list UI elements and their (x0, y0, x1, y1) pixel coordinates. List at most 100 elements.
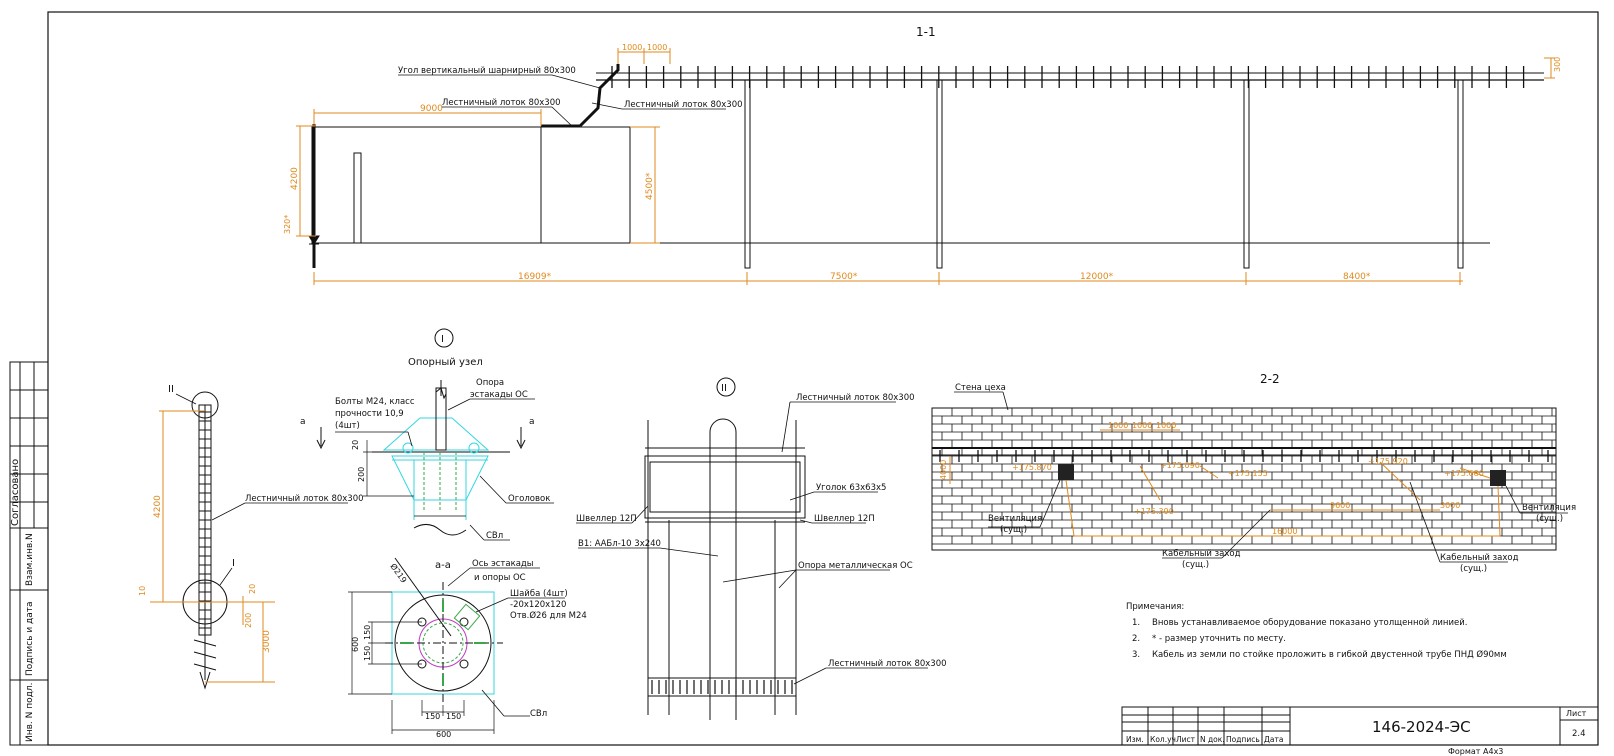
section-2-routes (949, 429, 1501, 537)
node-1-title: Опорный узел (408, 357, 483, 368)
vent-right-2: (сущ.) (1536, 514, 1563, 524)
section-aa-axis-1: Ось эстакады (472, 559, 534, 569)
pile-mark-bottom: I (232, 558, 235, 569)
dim-7500: 7500* (830, 272, 858, 282)
document-code: 146-2024-ЭС (1372, 718, 1471, 736)
section-aa-leaders (447, 567, 565, 717)
section-aa-dim-150-a: 150 (363, 625, 372, 640)
section-aa-washer-2: -20х120х120 (510, 600, 566, 610)
note-2-text: * - размер уточнить по месту. (1152, 634, 1286, 644)
level-6: +175.390 (1134, 507, 1174, 516)
note-1-num: 1. (1132, 618, 1140, 628)
node-2-marker-text: II (721, 383, 727, 394)
note-1-text: Вновь устанавливаемое оборудование показ… (1152, 618, 1467, 628)
wall-label: Стена цеха (955, 383, 1006, 393)
level-2: +175.090 (1160, 461, 1200, 470)
cable-entry-left-1: Кабельный заход (1162, 549, 1241, 559)
node-2-drawing (644, 418, 806, 720)
pile-dimensions (150, 410, 275, 683)
pile-dim-3000: 3000 (262, 630, 272, 653)
pile-tray-label: Лестничный лоток 80х300 (245, 494, 364, 504)
format-label: Формат А4х3 (1448, 747, 1503, 756)
node-1-cap: Оголовок (508, 494, 550, 504)
sheet-number: 2.4 (1572, 729, 1586, 739)
pile-tray-rungs (199, 411, 211, 629)
tb-col-3: Лист (1176, 735, 1196, 744)
node-1-leaders (335, 398, 554, 541)
node-1-marker (434, 328, 454, 348)
dim-4200: 4200 (290, 167, 300, 190)
node-1-pile: СВл (486, 531, 503, 541)
node-2-marker (716, 377, 736, 397)
section-1-drawing (308, 64, 1544, 269)
stamp-inv-orig: Инв. N подл. (25, 683, 35, 742)
node-2-tray-rungs (651, 680, 793, 694)
section-2-boxes (1058, 464, 1506, 486)
cable-entry-right-1: Кабельный заход (1440, 553, 1519, 563)
pile-dim-200: 200 (244, 613, 253, 628)
pile-dim-10: 10 (138, 586, 147, 596)
left-stamp (9, 361, 49, 746)
vent-right-1: Вентиляция (1522, 503, 1576, 513)
node-1-bolts-1: Болты М24, класс (335, 397, 415, 407)
section-2-dim-mid-1: 9600 (1330, 501, 1350, 510)
dim-top-1: 1000 (622, 43, 642, 52)
dim-9000: 9000 (420, 104, 443, 114)
dim-right: 300 (1553, 57, 1562, 72)
pile-view (182, 391, 228, 690)
node-2-channel-right: Швеллер 12П (814, 514, 875, 524)
section-aa-washer-1: Шайба (4шт) (510, 589, 568, 599)
cable-entry-right-2: (сущ.) (1460, 564, 1487, 574)
node-1-bolts-3: (4шт) (335, 421, 360, 431)
node-1-dim-20: 20 (351, 440, 360, 450)
section-1-title: 1-1 (916, 25, 936, 39)
section-1-dimensions (296, 48, 1555, 285)
node-2-tray-bottom: Лестничный лоток 80х300 (828, 659, 947, 669)
section-aa-pile: СВл (530, 709, 547, 719)
vent-left-1: Вентиляция (988, 514, 1042, 524)
callout-hinge: Угол вертикальный шарнирный 80х300 (398, 66, 576, 76)
pile-dim-4200: 4200 (153, 495, 163, 518)
notes-title: Примечания: (1126, 602, 1184, 612)
section-aa-dim-150-c: 150 (425, 712, 440, 721)
node-2-angle: Уголок 63х63х5 (816, 483, 886, 493)
tb-col-6: Дата (1264, 735, 1283, 744)
level-4: +175.920 (1368, 457, 1408, 466)
section-aa-dim-150-b: 150 (363, 646, 372, 661)
tb-col-1: Изм. (1126, 735, 1144, 744)
level-1: +175.870 (1012, 463, 1052, 472)
section-aa-axis-2: и опоры ОС (474, 573, 526, 583)
node-1-drawing (316, 380, 526, 536)
node-2-channel-left: Швеллер 12П (576, 514, 637, 524)
node-2-leaders (576, 401, 928, 685)
dim-4500: 4500* (645, 172, 655, 200)
vent-left-2: (сущ.) (1000, 525, 1027, 535)
section-2-dim-1000-a: 1000 (1108, 421, 1128, 430)
note-3-text: Кабель из земли по стойке проложить в ги… (1152, 649, 1507, 660)
section-aa-dimensions (348, 591, 495, 734)
tb-col-4: N док. (1200, 735, 1225, 744)
note-3-num: 3. (1132, 650, 1140, 660)
node-2-tray-top: Лестничный лоток 80х300 (796, 393, 915, 403)
dim-320: 320* (283, 215, 292, 234)
pile-dim-20: 20 (248, 584, 257, 594)
stamp-inv-replace: Взам.инв.N (25, 533, 35, 586)
section-2-dim-bottom: 16000 (1272, 527, 1297, 536)
level-5: +175.680 (1444, 469, 1484, 478)
node-1-support-1: Опора (476, 378, 504, 388)
section-1-leaders (398, 74, 726, 127)
tb-col-2: Кол.уч (1150, 735, 1176, 744)
level-3: +175.155 (1228, 469, 1268, 478)
section-aa-washer-3: Отв.Ø26 для М24 (510, 610, 587, 621)
cable-entry-left-2: (сущ.) (1182, 560, 1209, 570)
callout-tray-left: Лестничный лоток 80х300 (442, 98, 561, 108)
note-2-num: 2. (1132, 634, 1140, 644)
tray-rungs (611, 66, 1525, 88)
title-block (1121, 706, 1599, 746)
node-1-cut-right: а (529, 417, 535, 427)
node-2-cable: В1: ААБл-10 3х240 (578, 539, 661, 549)
dim-8400: 8400* (1343, 272, 1371, 282)
sheet-frame (47, 11, 1599, 746)
section-aa-dim-600-v: 600 (351, 637, 360, 652)
